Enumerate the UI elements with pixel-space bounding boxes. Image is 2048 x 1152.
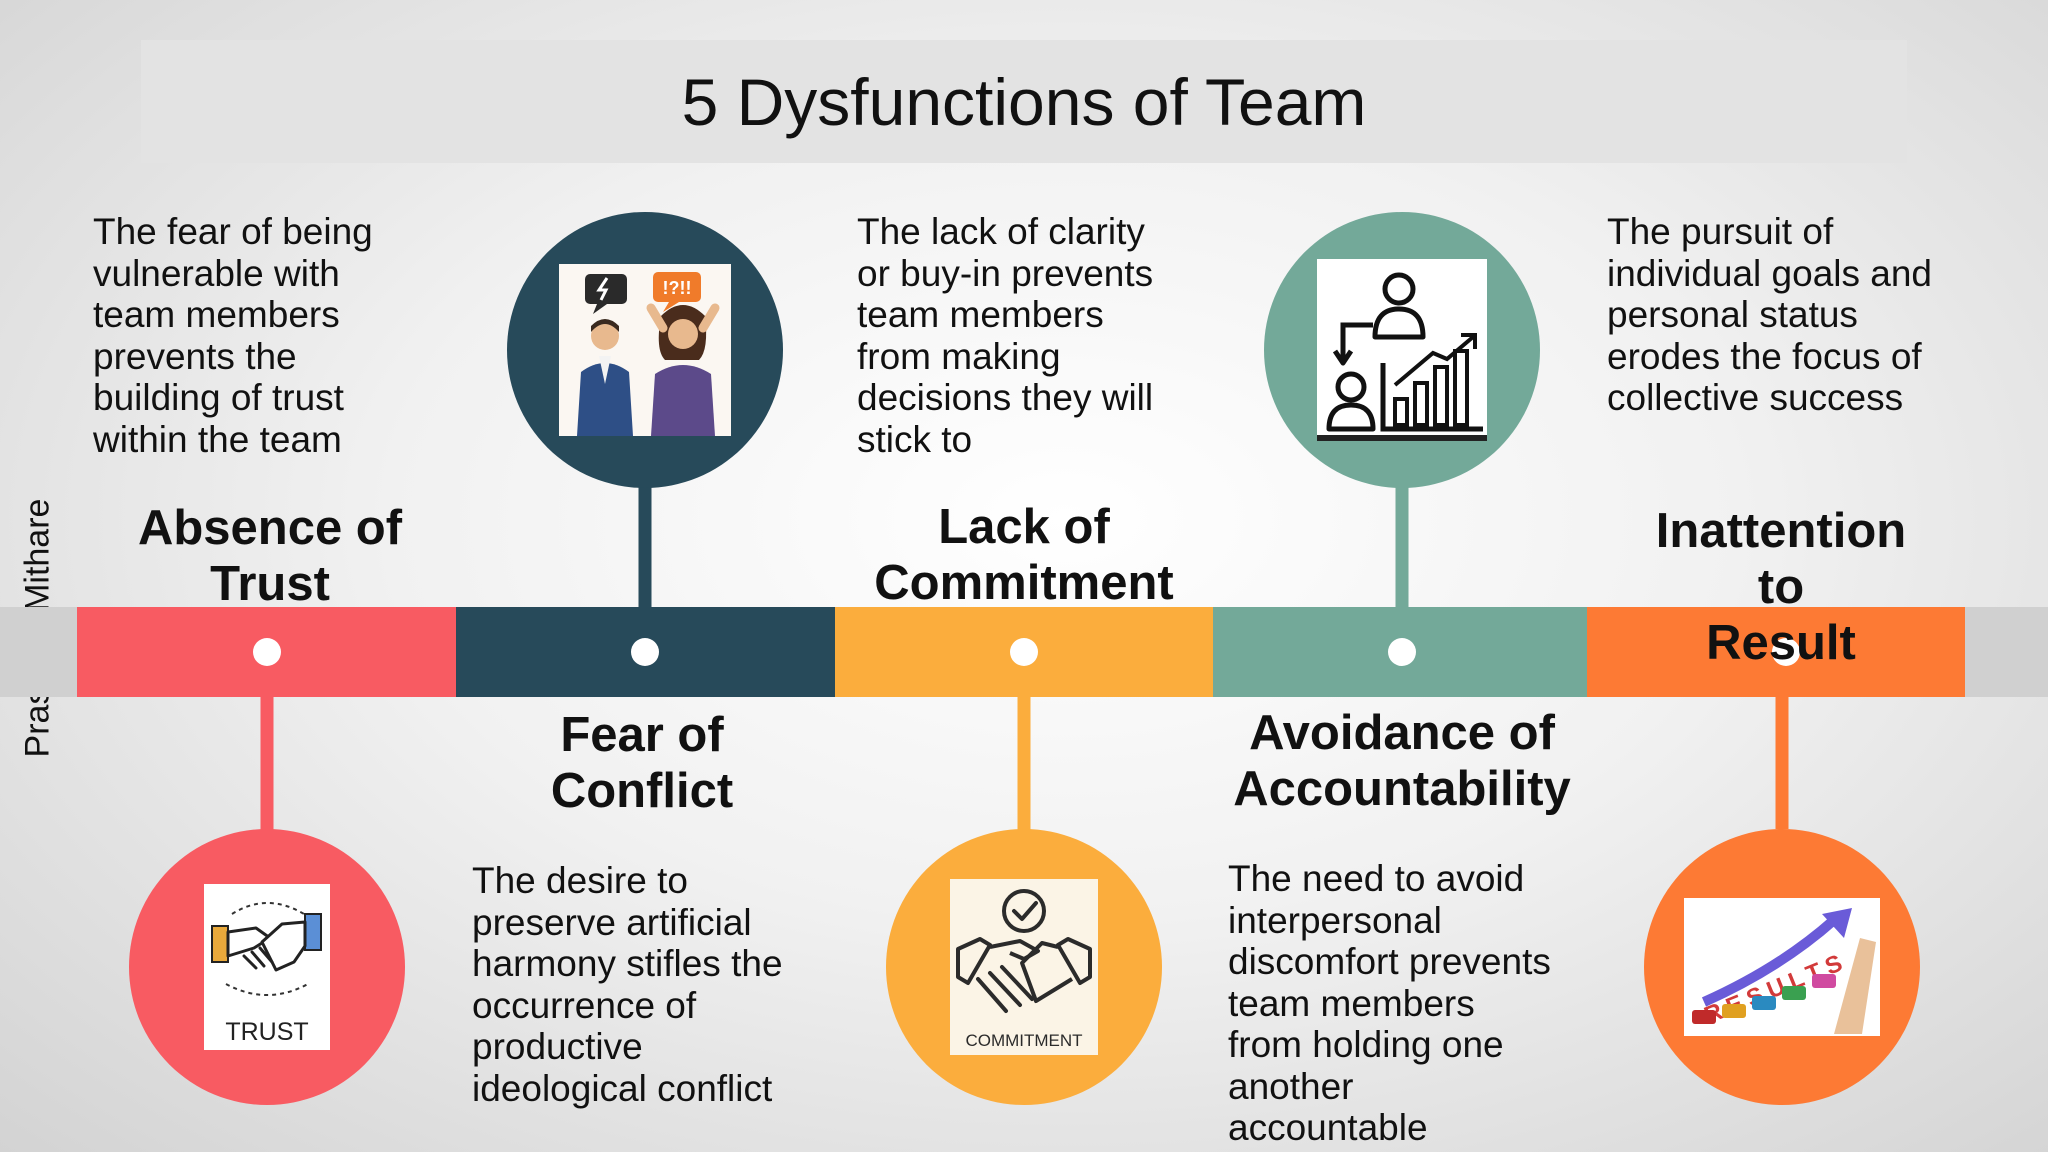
description-commitment: The lack of clarity or buy-in prevents t…: [857, 211, 1154, 460]
results-arrow-icon: RESULTS: [1692, 908, 1876, 1034]
icon-tile-accountability: [1317, 259, 1487, 441]
description-trust: The fear of being vulnerable with team m…: [93, 211, 373, 460]
heading-absence-of-trust: Absence of Trust: [137, 501, 403, 611]
heading-avoidance-of-accountability: Avoidance of Accountability: [1233, 706, 1571, 816]
icon-caption-commitment: COMMITMENT: [965, 1031, 1083, 1050]
connector-commitment: [1017, 697, 1031, 837]
description-conflict: The desire to preserve artificial harmon…: [472, 860, 783, 1109]
heading-inattention-to-result: Inattention to Result: [1655, 504, 1907, 670]
icon-tile-trust: TRUST: [204, 884, 330, 1050]
handshake-icon: [211, 902, 322, 996]
icon-circle-accountability: [1264, 212, 1540, 488]
timeline-dot-results: [1772, 638, 1800, 666]
heading-fear-of-conflict: Fear of Conflict: [550, 708, 734, 818]
timeline-dot-accountability: [1388, 638, 1416, 666]
timeline-dot-conflict: [631, 638, 659, 666]
connector-conflict: [638, 470, 652, 607]
icon-circle-results: RESULTS: [1644, 829, 1920, 1105]
icon-circle-trust: TRUST: [129, 829, 405, 1105]
icon-circle-commitment: COMMITMENT: [886, 829, 1162, 1105]
description-accountability: The need to avoid interpersonal discomfo…: [1228, 858, 1551, 1148]
connector-trust: [260, 697, 274, 837]
connector-results: [1775, 697, 1789, 829]
icon-caption-trust: TRUST: [225, 1018, 309, 1046]
arguing-people-icon: !?!!: [577, 272, 720, 436]
title-bar: 5 Dysfunctions of Team: [141, 40, 1907, 163]
connector-accountability: [1395, 470, 1409, 607]
heading-lack-of-commitment: Lack of Commitment: [874, 500, 1174, 610]
icon-circle-conflict: !?!!: [507, 212, 783, 488]
description-results: The pursuit of individual goals and pers…: [1607, 211, 1933, 418]
speech-bubble-text: !?!!: [663, 278, 692, 298]
people-growth-chart-icon: [1317, 272, 1487, 441]
timeline-dot-trust: [253, 638, 281, 666]
icon-tile-conflict: !?!!: [559, 264, 731, 436]
timeline-dot-commitment: [1010, 638, 1038, 666]
icon-tile-commitment: COMMITMENT: [950, 879, 1098, 1055]
handshake-check-icon: [956, 889, 1092, 1013]
icon-tile-results: RESULTS: [1684, 898, 1880, 1036]
page-title: 5 Dysfunctions of Team: [681, 64, 1367, 139]
